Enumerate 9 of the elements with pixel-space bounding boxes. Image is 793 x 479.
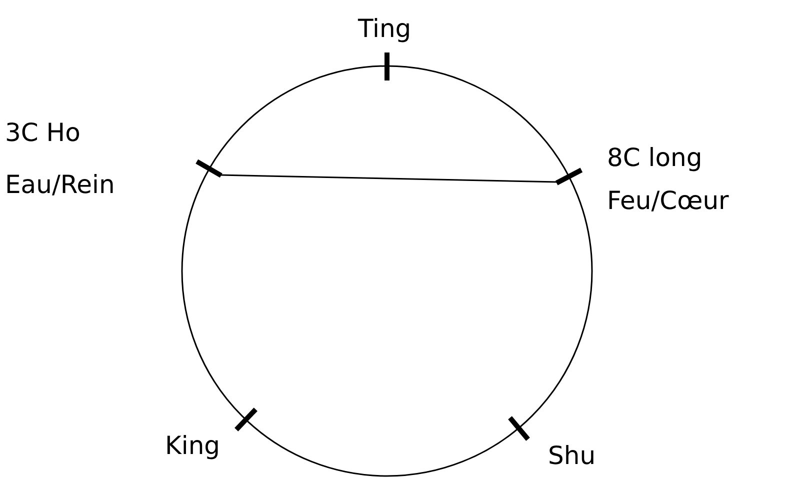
point-label: 3C Ho [5,118,80,148]
point-label: 8C long [607,143,702,173]
tick-mark [384,52,390,80]
point-label: Feu/Cœur [607,186,729,216]
point-label: Ting [358,14,412,44]
point-label: King [165,431,220,461]
point-label: Eau/Rein [5,170,115,200]
point-label: Shu [548,441,596,471]
connecting-line [220,174,558,183]
